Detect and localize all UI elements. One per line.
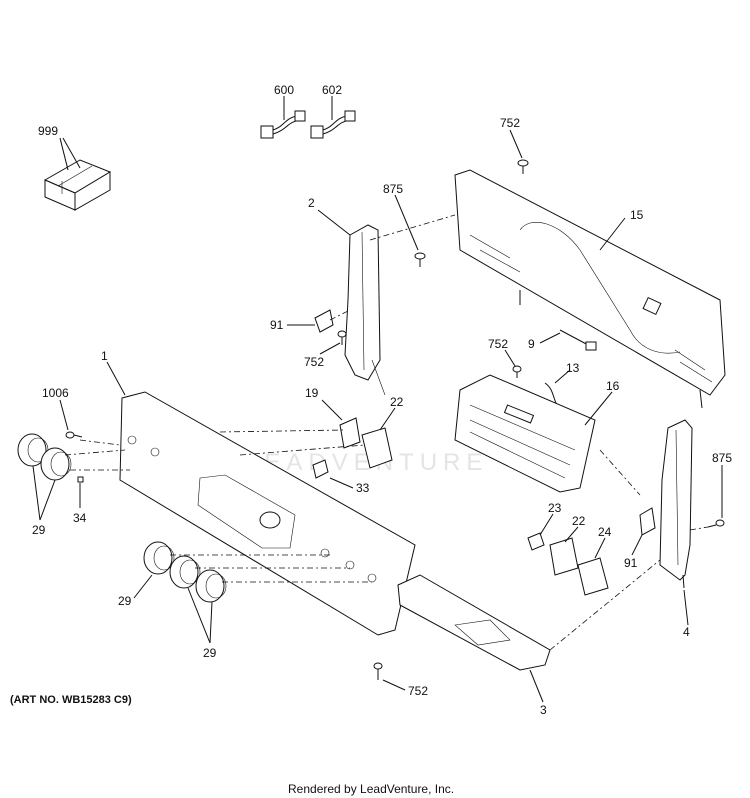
part-22-switch-top: [361, 427, 393, 469]
label-33: 33: [356, 481, 370, 495]
part-91-clip-right: [639, 507, 656, 536]
part-999-box: [43, 159, 112, 211]
label-9: 9: [528, 337, 535, 351]
label-1: 1: [101, 349, 108, 363]
part-29-knob-left-1: [17, 433, 49, 467]
part-29-knob-bottom-1: [143, 541, 175, 575]
label-15: 15: [630, 208, 644, 222]
part-9-sensor: [559, 329, 597, 351]
part-752-screw-bottom: [373, 662, 383, 680]
part-labels: 999 600 602 752 875 2 15 91 752 9 752 13…: [32, 83, 732, 717]
part-752-screw-top: [517, 159, 529, 174]
part-29-knob-bottom-3: [195, 569, 227, 603]
label-752-mid: 752: [488, 337, 508, 351]
art-number: (ART NO. WB15283 C9): [10, 694, 132, 706]
label-34: 34: [73, 511, 87, 525]
label-2: 2: [308, 196, 315, 210]
part-22-switch-bottom: [549, 537, 579, 576]
part-33-clip: [312, 459, 329, 479]
part-600-harness: [260, 110, 306, 139]
label-4: 4: [683, 625, 690, 639]
part-24-switch: [577, 557, 609, 596]
label-875-right: 875: [712, 451, 732, 465]
part-34-spring: [77, 476, 84, 483]
label-22-bottom: 22: [572, 514, 586, 528]
label-22-top: 22: [390, 395, 404, 409]
part-875-screw-top: [414, 252, 426, 267]
part-602-harness: [310, 110, 356, 139]
label-600: 600: [274, 83, 294, 97]
label-23: 23: [548, 501, 562, 515]
part-16-control-board: [454, 374, 596, 493]
label-3: 3: [540, 703, 547, 717]
part-1-console-panel: [119, 391, 416, 636]
label-752-bottom: 752: [408, 684, 428, 698]
part-91-clip-left: [314, 309, 334, 333]
part-29-knob-left-2: [40, 447, 72, 481]
label-91-left: 91: [270, 318, 284, 332]
label-29-left: 29: [32, 523, 46, 537]
part-3-bottom-trim: [397, 574, 551, 671]
part-15-back-panel: [454, 169, 726, 409]
label-752-top: 752: [500, 116, 520, 130]
footer-credit: Rendered by LeadVenture, Inc.: [288, 782, 454, 796]
part-19-switch: [339, 417, 361, 449]
label-602: 602: [322, 83, 342, 97]
label-29-mid: 29: [118, 594, 132, 608]
label-1006: 1006: [42, 386, 69, 400]
part-4-right-bracket: [659, 419, 693, 589]
label-999: 999: [38, 124, 58, 138]
part-752-screw-mid: [512, 365, 522, 378]
assembly-lines: [64, 214, 709, 651]
part-752-screw-left: [337, 330, 347, 345]
part-1006-screw: [65, 431, 83, 439]
part-23-switch: [527, 532, 545, 551]
part-29-knob-bottom-2: [169, 555, 201, 589]
label-875-top: 875: [383, 182, 403, 196]
label-19: 19: [305, 386, 319, 400]
label-13: 13: [566, 361, 580, 375]
part-875-screw-right: [707, 519, 725, 528]
label-29-bottom: 29: [203, 646, 217, 660]
leader-lines: [32, 96, 723, 703]
part-2-left-bracket: [344, 224, 386, 396]
label-16: 16: [606, 379, 620, 393]
label-752-left: 752: [304, 355, 324, 369]
label-24: 24: [598, 525, 612, 539]
label-91-right: 91: [624, 556, 638, 570]
